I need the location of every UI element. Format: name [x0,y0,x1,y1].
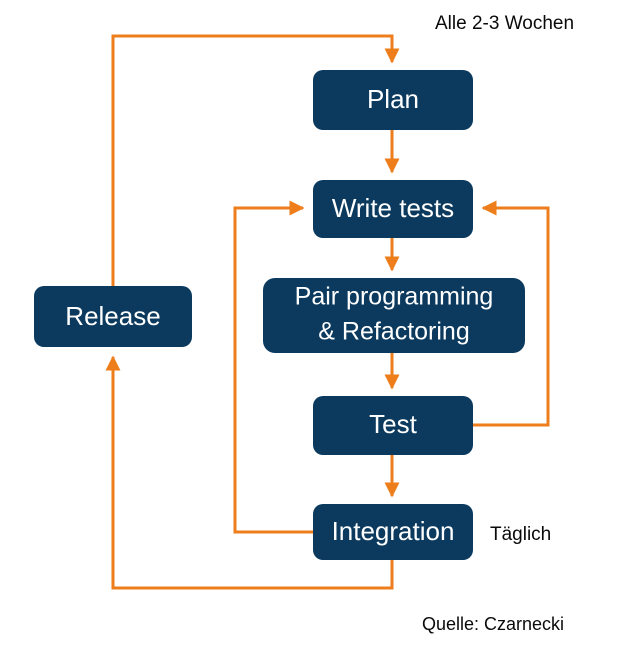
edge-release-to-plan [111,34,400,286]
node-pair-programming-label-line1: Pair programming [295,283,494,311]
node-write-tests-box [313,180,473,238]
node-pair-programming-box [263,278,525,353]
node-write-tests-label: Write tests [332,193,454,223]
node-test-label: Test [369,409,417,439]
annotation-cadence-weeks: Alle 2-3 Wochen [435,13,574,34]
edge-test-to-write-tests [473,200,550,427]
node-release-label: Release [65,301,160,331]
node-test-box [313,396,473,455]
node-plan[interactable]: Plan [313,70,473,130]
node-integration[interactable]: Integration [313,504,473,560]
node-release-box [34,286,192,347]
node-integration-label: Integration [332,516,455,546]
node-plan-box [313,70,473,130]
edge-integration-to-write-tests [233,200,313,534]
edge-integration-to-release [105,355,394,590]
edge-layer [105,34,550,590]
node-pair-programming[interactable]: Pair programming & Refactoring [263,278,525,353]
node-integration-box [313,504,473,560]
annotation-cadence-daily: Täglich [490,524,551,545]
node-release[interactable]: Release [34,286,192,347]
annotation-source-caption: Quelle: Czarnecki [422,614,564,634]
node-test[interactable]: Test [313,396,473,455]
node-write-tests[interactable]: Write tests [313,180,473,238]
node-pair-programming-label-line2: & Refactoring [318,318,469,346]
node-plan-label: Plan [367,84,419,114]
